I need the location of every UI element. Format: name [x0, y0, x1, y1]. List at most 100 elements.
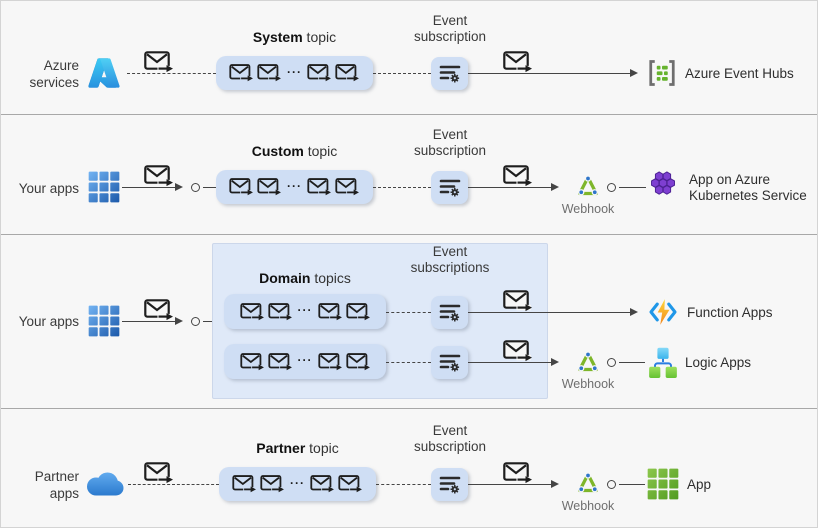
domain-topic-box: ···	[224, 344, 386, 379]
connector-solid	[468, 362, 551, 363]
connector-solid	[468, 187, 551, 188]
aks-icon	[646, 170, 681, 200]
event-envelope-icon	[503, 51, 533, 73]
event-subscriptions-label: Event subscriptions	[410, 244, 490, 275]
filter-gear-icon	[438, 63, 462, 85]
envelope-icon	[257, 178, 282, 196]
event-subscription-box	[431, 296, 468, 329]
connector-solid	[122, 187, 175, 188]
envelope-icon	[260, 475, 285, 493]
your-apps-grid-icon	[88, 171, 120, 203]
envelope-icon	[335, 178, 360, 196]
domain-topics-title: Domain topics	[259, 270, 351, 286]
port-circle	[607, 358, 616, 367]
envelope-icon	[346, 303, 371, 321]
custom-topic-title: Custom topic	[251, 143, 338, 159]
filter-gear-icon	[438, 474, 462, 496]
webhook-label: Webhook	[561, 202, 615, 216]
destination-label: App	[687, 477, 712, 492]
envelope-icon	[307, 178, 332, 196]
envelope-icon	[229, 178, 254, 196]
ellipsis: ···	[297, 353, 313, 367]
connector-solid	[203, 187, 216, 188]
envelope-icon	[268, 303, 293, 321]
partner-topic-title: Partner topic	[256, 440, 339, 456]
envelope-icon	[335, 64, 360, 82]
event-envelope-icon	[144, 165, 174, 187]
event-subscription-box	[431, 468, 468, 501]
event-envelope-icon	[503, 290, 533, 312]
ellipsis: ···	[287, 178, 302, 193]
arrowhead	[630, 69, 638, 77]
source-label-partner-apps: Partner apps	[34, 469, 79, 501]
event-envelope-icon	[144, 51, 174, 73]
webhook-icon	[574, 469, 602, 497]
connector-solid	[468, 484, 551, 485]
destination-label: Function Apps	[687, 305, 773, 320]
destination-label: Azure Event Hubs	[685, 66, 794, 81]
source-label-your-apps: Your apps	[18, 181, 79, 196]
section-divider	[1, 408, 817, 409]
system-topic-box: ···	[216, 56, 373, 90]
event-envelope-icon	[503, 165, 533, 187]
section-divider	[1, 114, 817, 115]
connector-dotted	[128, 484, 219, 485]
envelope-icon	[346, 353, 371, 371]
filter-gear-icon	[438, 352, 462, 374]
partner-cloud-icon	[83, 469, 125, 498]
connector-dashed	[376, 484, 431, 485]
connector-solid	[468, 312, 630, 313]
connector-solid	[619, 362, 645, 363]
partner-topic-box: ···	[219, 467, 376, 501]
system-topic-title: System topic	[252, 29, 337, 45]
envelope-icon	[268, 353, 293, 371]
connector-solid	[468, 73, 630, 74]
domain-topic-box: ···	[224, 294, 386, 329]
event-subscription-label: Event subscription	[413, 423, 487, 454]
event-envelope-icon	[503, 462, 533, 484]
connector-dashed	[386, 312, 431, 313]
destination-label: App on Azure Kubernetes Service	[689, 172, 807, 203]
event-envelope-icon	[144, 299, 174, 321]
event-envelope-icon	[503, 340, 533, 362]
webhook-icon	[574, 348, 602, 376]
ellipsis: ···	[287, 64, 302, 79]
destination-label: Logic Apps	[685, 355, 752, 370]
event-hubs-icon	[647, 58, 677, 88]
webhook-label: Webhook	[561, 377, 615, 391]
source-label-azure-services: Azure services	[29, 58, 79, 90]
source-label-your-apps: Your apps	[18, 314, 79, 329]
custom-topic-box: ···	[216, 170, 373, 204]
envelope-icon	[240, 303, 265, 321]
arrowhead	[551, 183, 559, 191]
azure-logo-icon	[87, 56, 121, 90]
connector-dashed	[386, 362, 431, 363]
filter-gear-icon	[438, 177, 462, 199]
app-grid-icon	[647, 468, 679, 500]
connector-dotted	[127, 73, 216, 74]
envelope-icon	[307, 64, 332, 82]
arrowhead	[630, 308, 638, 316]
ellipsis: ···	[297, 303, 313, 317]
event-subscription-label: Event subscription	[413, 127, 487, 158]
arrowhead	[551, 358, 559, 366]
envelope-icon	[318, 303, 343, 321]
port-circle	[191, 317, 200, 326]
arrowhead	[551, 480, 559, 488]
port-circle	[607, 183, 616, 192]
arrowhead	[175, 183, 183, 191]
connector-solid	[203, 321, 212, 322]
connector-dashed	[373, 73, 431, 74]
envelope-icon	[240, 353, 265, 371]
envelope-icon	[338, 475, 363, 493]
envelope-icon	[310, 475, 335, 493]
envelope-icon	[257, 64, 282, 82]
webhook-label: Webhook	[561, 499, 615, 513]
port-circle	[191, 183, 200, 192]
connector-solid	[122, 321, 175, 322]
connector-solid	[619, 187, 646, 188]
envelope-icon	[229, 64, 254, 82]
ellipsis: ···	[290, 475, 305, 490]
event-subscription-label: Event subscription	[413, 13, 487, 44]
